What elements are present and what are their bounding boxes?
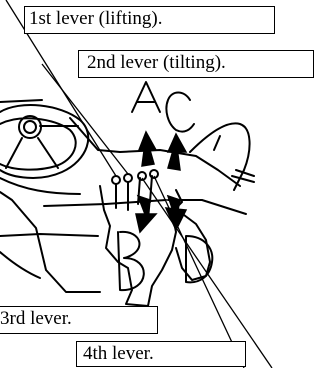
- label-1st-lever: 1st lever (lifting).: [24, 6, 275, 34]
- letter-c-outline: [165, 91, 195, 133]
- dashboard-top: [0, 99, 241, 187]
- lever-4-knob: [149, 169, 159, 179]
- label-3rd-lever: 3rd lever.: [0, 306, 158, 334]
- dashboard-left-body: [0, 191, 101, 293]
- label-2nd-lever: 2nd lever (tilting).: [78, 50, 314, 78]
- lever-1-knob: [111, 175, 121, 185]
- column-right: [189, 122, 251, 191]
- lever-3-knob: [137, 171, 147, 181]
- lever-4-shaft: [149, 175, 153, 203]
- letter-b-outline: [117, 230, 145, 292]
- steering-wheel-inner-rim: [0, 117, 77, 171]
- leader-line-4: [153, 175, 245, 368]
- lever-2-knob: [123, 173, 133, 183]
- letter-a-outline: [131, 81, 161, 113]
- steering-wheel-rim: [0, 104, 90, 179]
- leader-line-2: [41, 63, 129, 175]
- leader-line-3: [141, 177, 273, 368]
- steering-wheel-spoke: [5, 125, 79, 169]
- steering-column: [0, 177, 81, 195]
- lever-3-shaft: [137, 177, 141, 205]
- label-4th-lever: 4th lever.: [76, 341, 246, 367]
